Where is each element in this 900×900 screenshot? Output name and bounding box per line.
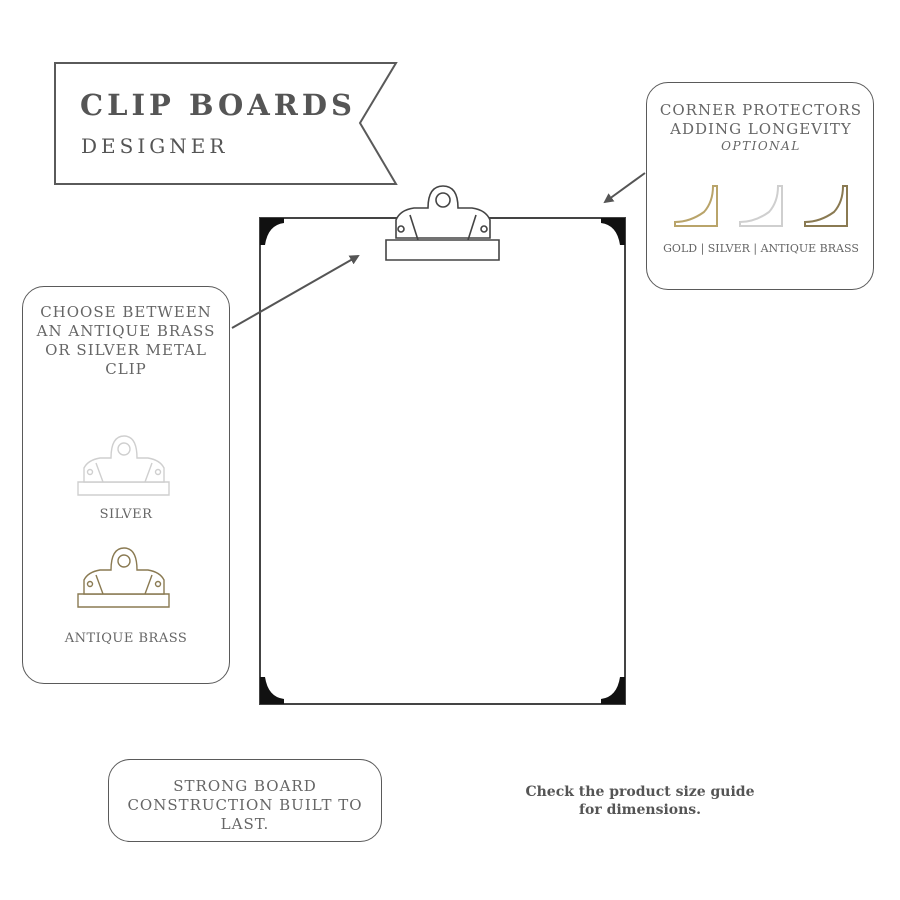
clipboard-board [259,217,626,705]
corner-swatches [674,185,848,227]
corner-protector-bottom-right [601,677,625,704]
corner-protector-top-right [601,218,625,245]
corner-protector-top-left [260,218,284,245]
corner-protectors-callout [646,82,874,290]
clip-choice-heading: CHOOSE BETWEEN AN ANTIQUE BRASS OR SILVE… [36,303,216,378]
arrow-to-corner [603,172,646,204]
brand-title: CLIP BOARDS [80,88,356,122]
brand-subtitle: DESIGNER [81,134,229,158]
gold-corner-icon [674,185,718,227]
size-guide-note: Check the product size guide for dimensi… [525,784,755,818]
board-construction-text: STRONG BOARD CONSTRUCTION BUILT TO LAST. [127,777,363,833]
silver-corner-icon [739,185,783,227]
silver-clip-label: SILVER [99,507,153,522]
optional-label: OPTIONAL [721,139,801,153]
arrow-to-clip [231,255,360,329]
silver-clip-icon [77,435,170,496]
corner-protectors-heading: CORNER PROTECTORS ADDING LONGEVITY [659,101,863,138]
corner-options-label: GOLD | SILVER | ANTIQUE BRASS [663,242,859,255]
antique-brass-clip-label: ANTIQUE BRASS [64,631,188,646]
banner-ribbon [54,62,398,185]
antique-brass-clip-icon [77,547,170,608]
board-construction-callout [108,759,382,842]
corner-protector-bottom-left [260,677,284,704]
antique-brass-corner-icon [804,185,848,227]
clipboard-clip [385,185,500,261]
